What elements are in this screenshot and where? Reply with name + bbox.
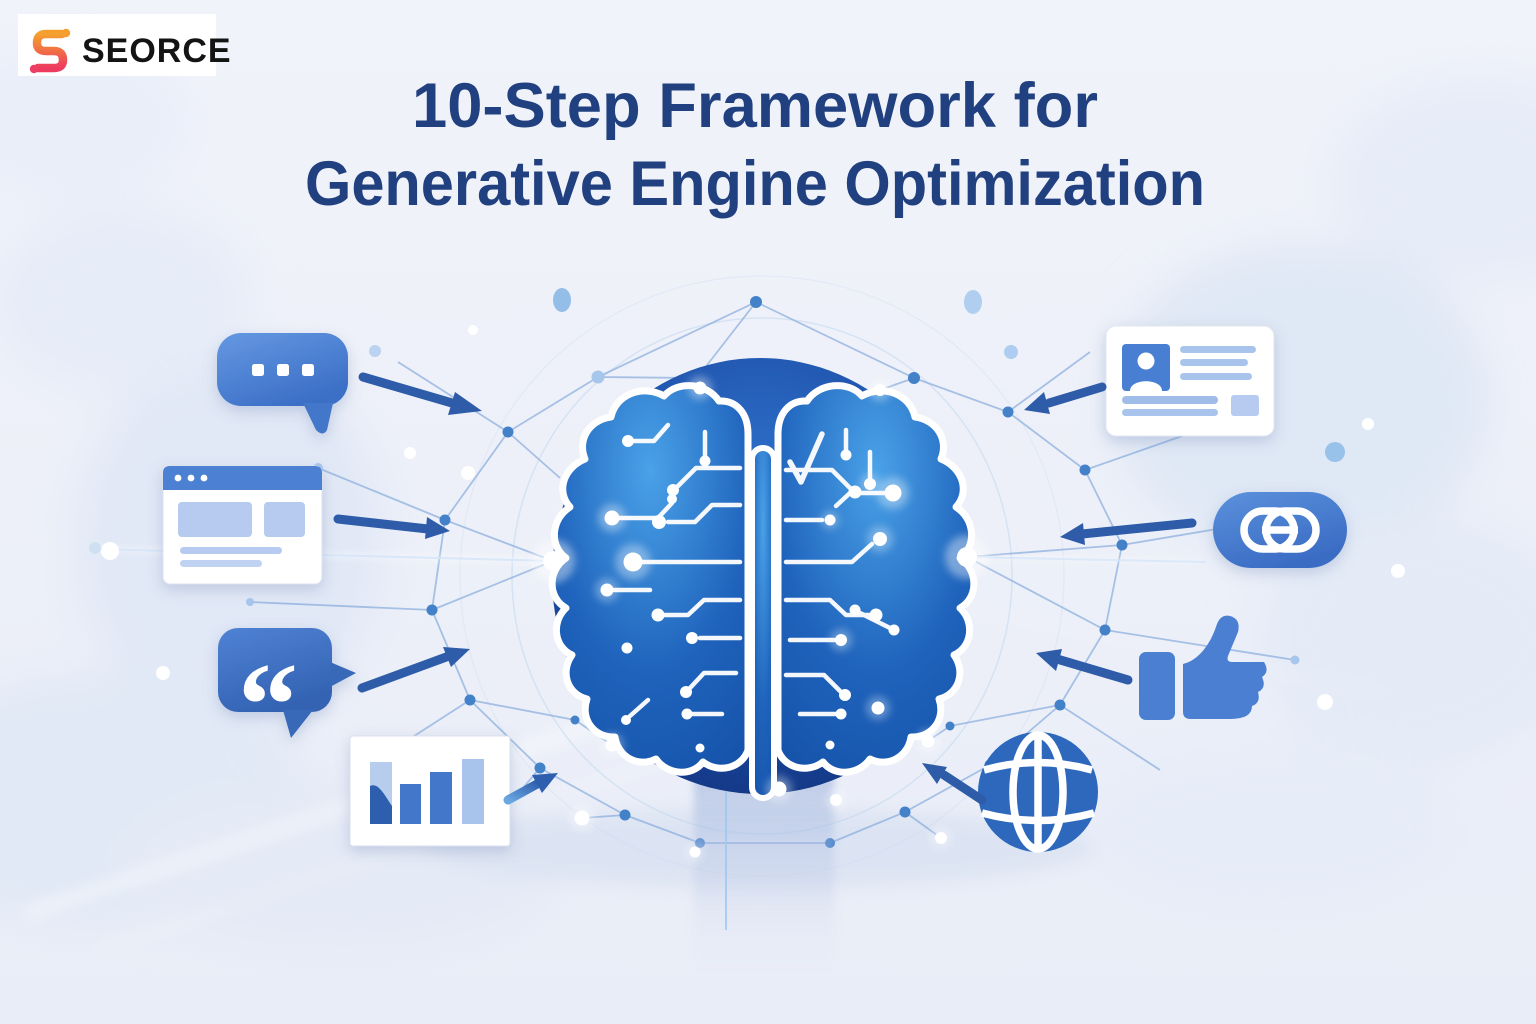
chat-bubble-icon: [217, 333, 348, 434]
pedestal: [694, 762, 834, 992]
arrow-idcard-to-brain: [1024, 382, 1107, 414]
arrow-globe-to-brain: [922, 763, 987, 805]
page-title: 10-Step Framework for Generative Engine …: [305, 71, 1205, 219]
arrow-chat-to-brain: [358, 372, 482, 415]
brain-circuit-icon: [548, 358, 974, 801]
title-line-1: 10-Step Framework for: [412, 71, 1098, 141]
arrow-quote-to-brain: [357, 647, 470, 693]
light-streaks: [24, 598, 1384, 956]
id-card-icon: [1105, 325, 1275, 437]
scatter-dots: [89, 288, 1405, 710]
quote-icon: “: [218, 628, 356, 771]
arrow-link-to-brain: [1060, 518, 1197, 545]
brand-logo: SEORCE: [18, 14, 232, 76]
network-mesh: [94, 275, 1301, 877]
browser-window-icon: [162, 465, 323, 585]
bar-chart-icon: [349, 735, 511, 847]
glow-nodes: [595, 474, 909, 720]
circuit-dots: [621, 435, 900, 753]
globe-icon: [978, 731, 1098, 853]
arrow-browser-to-brain: [333, 514, 450, 539]
circuit-traces-left: [611, 422, 743, 719]
thumbs-up-icon: [1139, 615, 1267, 720]
arrow-chart-to-brain: [503, 773, 558, 805]
edge-glow-dots: [531, 376, 989, 862]
quote-marks: “: [238, 638, 298, 771]
brain-stem: [749, 445, 777, 801]
title-line-2: Generative Engine Optimization: [305, 149, 1205, 219]
link-icon: [1213, 492, 1347, 568]
brand-name: SEORCE: [82, 32, 232, 70]
arrow-thumbs-to-brain: [1036, 649, 1133, 685]
seorce-s-logo-icon: [29, 28, 71, 74]
